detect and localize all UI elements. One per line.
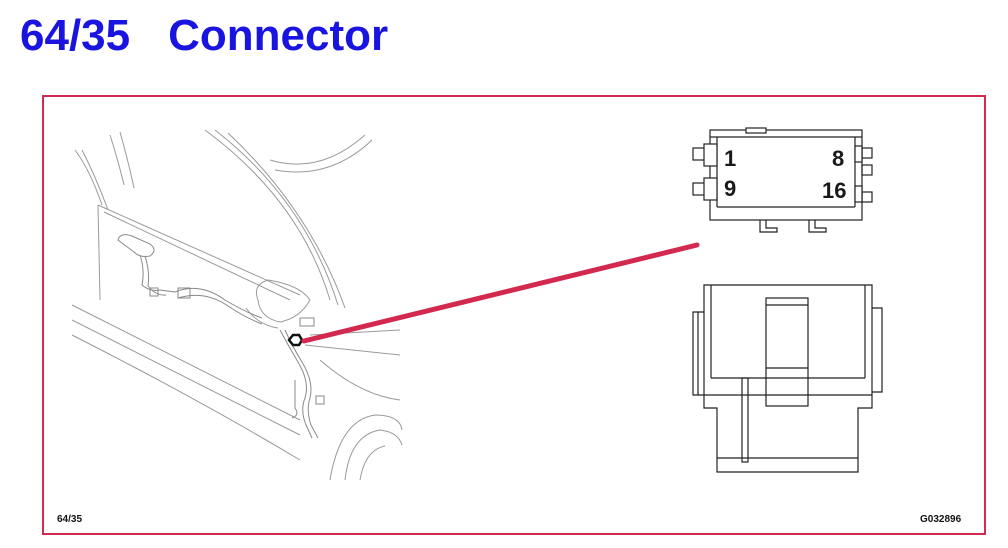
- pin-label-8: 8: [832, 146, 845, 171]
- footer-ref-right: G032896: [920, 514, 962, 525]
- connector-code: 64/35: [20, 11, 131, 60]
- pin-label-9: 9: [724, 176, 737, 201]
- connector-face-view: [692, 127, 873, 233]
- pin-label-1: 1: [724, 146, 737, 171]
- pin-label-16: 16: [822, 178, 847, 203]
- connector-side-view: [692, 284, 883, 473]
- connector-location-marker: [287, 333, 304, 347]
- wiring-harness-drawing: [117, 234, 325, 439]
- connector-title: Connector: [168, 11, 389, 60]
- leader-line: [301, 242, 700, 344]
- car-door-drawing: [71, 129, 403, 481]
- diagram-frame: [42, 95, 986, 535]
- footer-ref-left: 64/35: [57, 514, 83, 525]
- page-title: 64/35 Connector: [20, 10, 388, 62]
